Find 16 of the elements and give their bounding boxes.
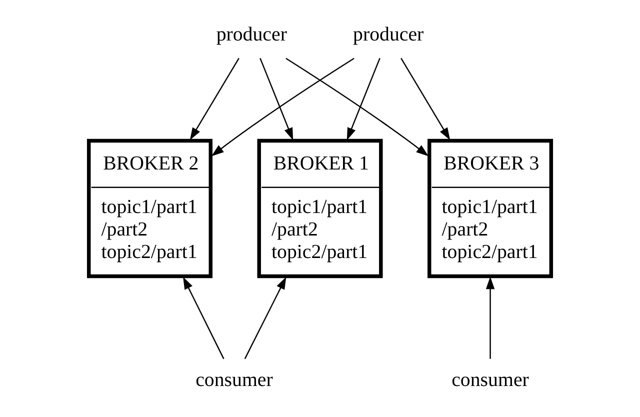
arrow [244, 276, 286, 360]
node-text: consumer [196, 368, 273, 391]
node-text: consumer [452, 368, 529, 391]
node-text: producer [216, 23, 287, 46]
arrow [190, 58, 240, 140]
arrow [486, 276, 495, 359]
arrow [346, 58, 380, 140]
arrow [260, 58, 294, 140]
arrow [286, 58, 429, 156]
node-text: producer [353, 23, 424, 46]
arrow [183, 276, 224, 360]
node-box: BROKER 3 topic1/part1 /part2 topic2/part1 [428, 138, 554, 278]
arrow [400, 58, 450, 140]
arrow [211, 58, 354, 156]
node-box: BROKER 1 topic1/part1 /part2 topic2/part1 [257, 138, 383, 278]
node-box: BROKER 2 topic1/part1 /part2 topic2/part1 [86, 138, 212, 278]
